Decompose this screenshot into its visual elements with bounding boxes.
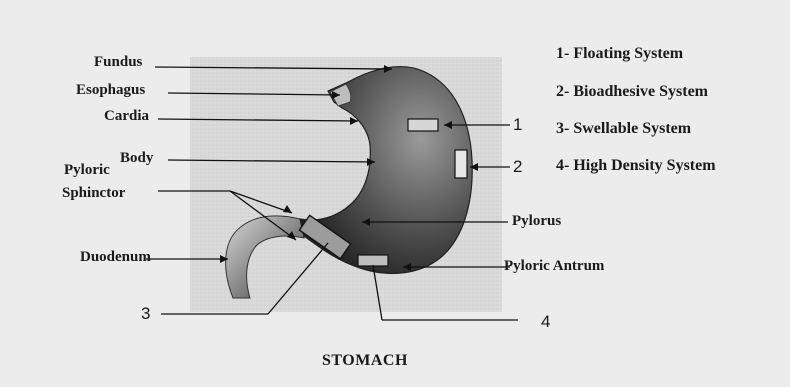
legend-item-bioadhesive: 2- Bioadhesive System — [556, 84, 708, 100]
floating-system-marker — [408, 119, 438, 131]
esophagus-label: Esophagus — [76, 83, 145, 98]
bioadhesive-system-marker — [455, 150, 467, 178]
legend-item-swellable: 3- Swellable System — [556, 121, 691, 137]
fundus-label: Fundus — [94, 55, 142, 70]
sphinctor-label: Sphinctor — [62, 186, 125, 201]
pylorus-label: Pylorus — [512, 214, 561, 229]
pyloric-antrum-label: Pyloric Antrum — [504, 259, 604, 274]
pyloric-label: Pyloric — [64, 163, 110, 178]
marker-2-label: 2 — [513, 158, 522, 175]
diagram-caption: STOMACH — [322, 353, 408, 369]
marker-1-label: 1 — [513, 116, 522, 133]
high-density-system-marker — [358, 255, 388, 266]
marker-3-label: 3 — [141, 305, 150, 322]
cardia-label: Cardia — [104, 109, 149, 124]
duodenum-label: Duodenum — [80, 250, 151, 265]
body-label: Body — [120, 151, 153, 166]
legend-item-floating: 1- Floating System — [556, 46, 683, 62]
legend-item-high-density: 4- High Density System — [556, 158, 716, 174]
marker-4-label: 4 — [541, 313, 550, 330]
